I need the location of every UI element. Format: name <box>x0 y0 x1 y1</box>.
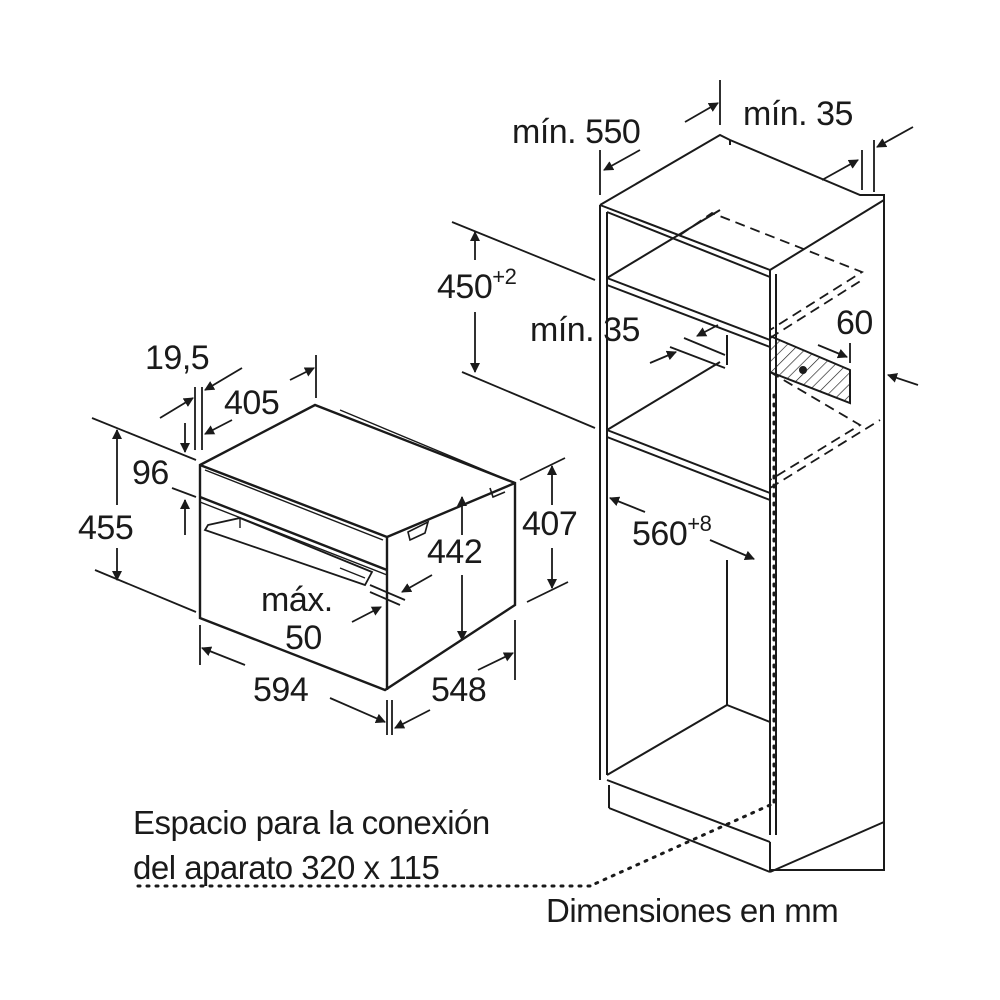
max-50-value: 50 <box>285 619 322 657</box>
dim-96-label: 96 <box>132 454 169 492</box>
min-35-mid-label: mín. 35 <box>530 311 640 349</box>
cabinet-drawing <box>133 133 885 888</box>
height-450-value: 450 <box>437 268 493 306</box>
dim-60-label: 60 <box>836 304 873 342</box>
min-550-label: mín. 550 <box>512 113 641 151</box>
width-560-tolerance: +8 <box>687 511 712 536</box>
min-35-top-label: mín. 35 <box>743 95 853 133</box>
dim-594-label: 594 <box>253 671 309 709</box>
dim-548-label: 548 <box>431 671 487 709</box>
height-450-label: 450+2 <box>437 266 517 306</box>
oven-drawing <box>198 403 517 692</box>
cabinet-dimension-lines <box>451 80 919 561</box>
width-560-label: 560+8 <box>632 513 712 553</box>
dim-19-5-label: 19,5 <box>145 339 210 377</box>
connection-note-line2: del aparato 320 x 115 <box>133 849 440 886</box>
oven-dimension-lines <box>91 355 569 735</box>
width-560-value: 560 <box>632 515 688 553</box>
height-450-tolerance: +2 <box>492 264 517 289</box>
dim-407-label: 407 <box>522 505 578 543</box>
units-note: Dimensiones en mm <box>546 892 839 929</box>
max-label: máx. <box>261 581 333 619</box>
dim-405-label: 405 <box>224 384 280 422</box>
dim-442-label: 442 <box>427 533 483 571</box>
dim-455-label: 455 <box>78 509 134 547</box>
connection-note-line1: Espacio para la conexión <box>133 804 490 841</box>
